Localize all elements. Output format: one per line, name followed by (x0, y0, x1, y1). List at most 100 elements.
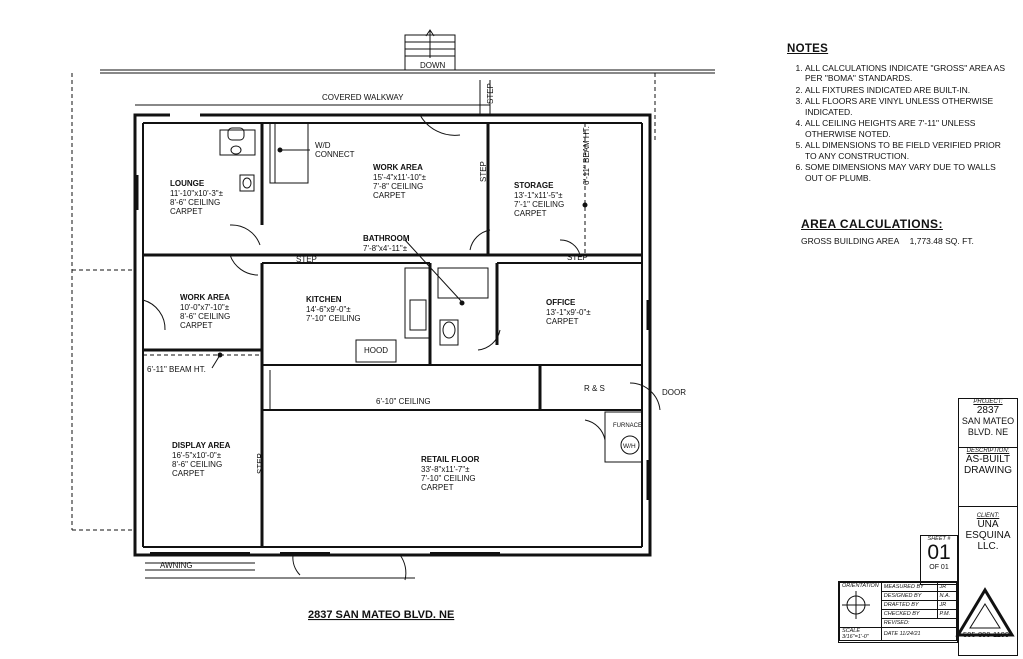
description-label: DESCRIPTION: (966, 448, 1010, 454)
notes-panel: NOTES ALL CALCULATIONS INDICATE "GROSS" … (787, 44, 1007, 184)
wd-label: W/D (315, 141, 331, 150)
date-value: 11/24/21 (899, 631, 921, 637)
measured-by-value: JR (936, 582, 958, 592)
hood-label: HOOD (364, 346, 388, 355)
room-retail-floor-name: RETAIL FLOOR (421, 455, 480, 464)
project-label: PROJECT: (973, 399, 1003, 405)
area-label: GROSS BUILDING AREA (801, 236, 900, 246)
room-display-area-dim: 16'-5"x10'-0"± (172, 451, 222, 460)
room-storage-dim: 13'-1"x11'-5"± (514, 191, 563, 200)
wh-label: W/H (623, 443, 636, 450)
address-label: 2837 SAN MATEO BLVD. NE (308, 609, 454, 621)
room-office-floor: CARPET (546, 317, 579, 326)
room-work-area-1-name: WORK AREA (373, 163, 423, 172)
notes-list: ALL CALCULATIONS INDICATE "GROSS" AREA A… (787, 63, 1007, 184)
checked-by-label: CHECKED BY (880, 609, 938, 619)
wd-connect-label: CONNECT (315, 150, 355, 159)
room-bathroom-name: BATHROOM (363, 234, 410, 243)
drafted-by-value: JR (936, 600, 958, 610)
project-section: PROJECT: 2837 SAN MATEO BLVD. NE (959, 399, 1017, 448)
description-section: DESCRIPTION: AS-BUILT DRAWING (959, 448, 1017, 507)
room-lounge-dim: 11'-10"x10'-3"± (170, 189, 224, 198)
note-item: ALL FLOORS ARE VINYL UNLESS OTHERWISE IN… (805, 96, 1007, 117)
room-bathroom-dim: 7'-8"x4'-11"± (363, 244, 408, 253)
credits-box: ORIENTATION MEASURED BY JR DESIGNED BY N… (838, 581, 958, 643)
room-storage-floor: CARPET (514, 209, 547, 218)
room-kitchen-name: KITCHEN (306, 295, 342, 304)
room-display-area-floor: CARPET (172, 469, 205, 478)
sheet-of: OF 01 (929, 564, 949, 571)
room-work-area-1-dim: 15'-4"x11'-10"± (373, 173, 427, 182)
sheet-number-box: SHEET # 01 OF 01 (920, 535, 958, 585)
date-cell: DATE 11/24/21 (880, 627, 958, 641)
project-line-1: 2837 (976, 405, 1000, 416)
room-kitchen-ceiling: 7'-10" CEILING (306, 314, 361, 323)
revised-label: REVISED: (880, 618, 958, 628)
furnace-label: FURNACE (613, 423, 642, 429)
scale-label: SCALE (842, 628, 861, 634)
room-display-area-name: DISPLAY AREA (172, 441, 231, 450)
scale-cell: SCALE 3/16"=1'-0" (839, 627, 882, 641)
down-label: DOWN (420, 61, 446, 70)
sheet-label: SHEET # (927, 536, 951, 542)
room-lounge-ceiling: 8'-6" CEILING (170, 198, 220, 207)
room-work-area-2-floor: CARPET (180, 321, 213, 330)
orientation-label: ORIENTATION (842, 583, 879, 589)
area-row: GROSS BUILDING AREA 1,773.48 SQ. FT. (801, 236, 1011, 246)
ceiling-610-label: 6'-10" CEILING (376, 397, 431, 406)
room-storage-ceiling: 7'-1" CEILING (514, 200, 564, 209)
description-line-2: DRAWING (964, 465, 1012, 476)
client-line-2: ESQUINA (965, 530, 1011, 541)
drafted-by-label: DRAFTED BY (880, 600, 938, 610)
project-line-2: SAN MATEO (961, 416, 1015, 426)
measured-by-label: MEASURED BY (880, 582, 938, 592)
rs-label: R & S (584, 384, 605, 393)
note-item: ALL DIMENSIONS TO BE FIELD VERIFIED PRIO… (805, 140, 1007, 161)
room-retail-floor-dim: 33'-8"x11'-7"± (421, 465, 470, 474)
designed-by-value: N.A. (936, 591, 958, 601)
room-office-dim: 13'-1"x9'-0"± (546, 308, 591, 317)
door-label: DOOR (662, 388, 686, 397)
client-label: CLIENT: (976, 513, 1000, 519)
room-display-area-ceiling: 8'-6" CEILING (172, 460, 222, 469)
step-label-top: STEP (296, 255, 317, 264)
room-lounge-name: LOUNGE (170, 179, 205, 188)
phone-number: 505-899-1199 (963, 630, 1010, 639)
area-value: 1,773.48 SQ. FT. (909, 236, 974, 246)
step-label-storage: STEP (567, 253, 588, 262)
room-retail-floor-ceiling: 7'-10" CEILING (421, 474, 476, 483)
note-item: ALL FIXTURES INDICATED ARE BUILT-IN. (805, 85, 1007, 96)
room-work-area-2-dim: 10'-0"x7'-10"± (180, 303, 230, 312)
orientation-cell: ORIENTATION (839, 582, 882, 628)
area-calculations: AREA CALCULATIONS: GROSS BUILDING AREA 1… (801, 217, 1011, 246)
room-work-area-1-ceiling: 7'-8" CEILING (373, 182, 423, 191)
client-section: CLIENT: UNA ESQUINA LLC. (959, 507, 1017, 593)
date-label: DATE (883, 631, 899, 637)
room-work-area-2-ceiling: 8'-6" CEILING (180, 312, 230, 321)
step-label-walkway: STEP (486, 83, 495, 104)
checked-by-value: P.M. (936, 609, 958, 619)
awning-label: AWNING (160, 561, 193, 570)
step-label-display: STEP (256, 453, 265, 474)
beam-height-label: 6'-11" BEAM HT. (147, 365, 206, 374)
client-line-3: LLC. (977, 541, 999, 552)
covered-walkway-label: COVERED WALKWAY (322, 93, 404, 102)
step-label-work: STEP (479, 161, 488, 182)
scale-value: 3/16"=1'-0" (842, 634, 869, 640)
room-work-area-1-floor: CARPET (373, 191, 406, 200)
credits-table: ORIENTATION MEASURED BY JR DESIGNED BY N… (839, 582, 958, 641)
room-storage-name: STORAGE (514, 181, 554, 190)
beam-height-label-storage: 6'-11" BEAM HT. (582, 126, 591, 185)
project-line-3: BLVD. NE (967, 427, 1009, 437)
room-work-area-2-name: WORK AREA (180, 293, 230, 302)
notes-title: NOTES (787, 43, 829, 55)
room-office-name: OFFICE (546, 298, 576, 307)
note-item: SOME DIMENSIONS MAY VARY DUE TO WALLS OU… (805, 162, 1007, 183)
room-lounge-floor: CARPET (170, 207, 203, 216)
note-item: ALL CALCULATIONS INDICATE "GROSS" AREA A… (805, 63, 1007, 84)
note-item: ALL CEILING HEIGHTS ARE 7'-11" UNLESS OT… (805, 118, 1007, 139)
title-block: PROJECT: 2837 SAN MATEO BLVD. NE DESCRIP… (958, 398, 1018, 656)
room-kitchen-dim: 14'-6"x9'-0"± (306, 305, 351, 314)
designed-by-label: DESIGNED BY (880, 591, 938, 601)
